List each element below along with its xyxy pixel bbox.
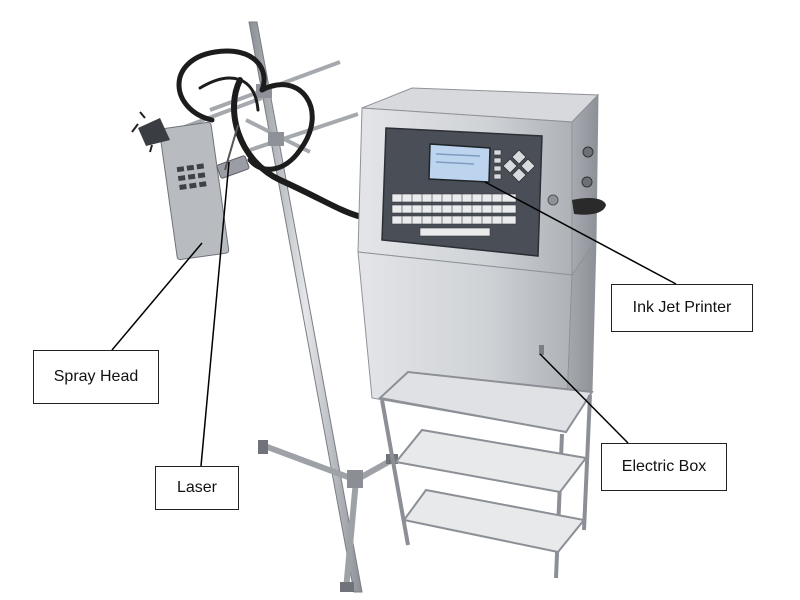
spray-nozzle xyxy=(138,118,170,146)
label-ink-jet-printer: Ink Jet Printer xyxy=(611,284,753,332)
label-spray-head: Spray Head xyxy=(33,350,159,404)
label-electric-box: Electric Box xyxy=(601,443,727,491)
label-spray-head-text: Spray Head xyxy=(53,368,139,385)
stand-leg-left xyxy=(260,442,358,483)
label-electric-box-text: Electric Box xyxy=(621,458,707,475)
leader-lines xyxy=(111,161,677,467)
spray-head xyxy=(131,111,230,261)
stand-main-pole xyxy=(248,21,363,593)
hoses xyxy=(176,48,361,219)
stand-clamp xyxy=(268,132,284,146)
leader-spray-head xyxy=(111,242,203,351)
leader-electric-box xyxy=(539,353,629,444)
stand-foot xyxy=(340,582,354,592)
hose xyxy=(176,48,267,123)
leader-laser xyxy=(200,161,230,467)
stand-arm xyxy=(181,96,263,130)
hose xyxy=(198,76,260,112)
stand-clamp xyxy=(347,470,363,488)
stand-foot xyxy=(258,440,268,454)
cabinet-handle xyxy=(572,197,606,215)
stand-leg-front xyxy=(343,479,359,591)
label-ink-jet-printer-text: Ink Jet Printer xyxy=(632,299,732,316)
label-laser: Laser xyxy=(155,466,239,510)
shelf-stand xyxy=(377,370,594,579)
spray-head-body xyxy=(159,121,230,261)
door-latch xyxy=(539,345,544,355)
label-laser-text: Laser xyxy=(176,479,218,496)
side-buttons xyxy=(493,149,502,180)
hose xyxy=(231,77,361,219)
laser-unit xyxy=(216,124,250,179)
lock-knob xyxy=(547,194,559,206)
leader-ink-jet-printer xyxy=(484,181,677,285)
arrow-keys xyxy=(502,149,536,183)
